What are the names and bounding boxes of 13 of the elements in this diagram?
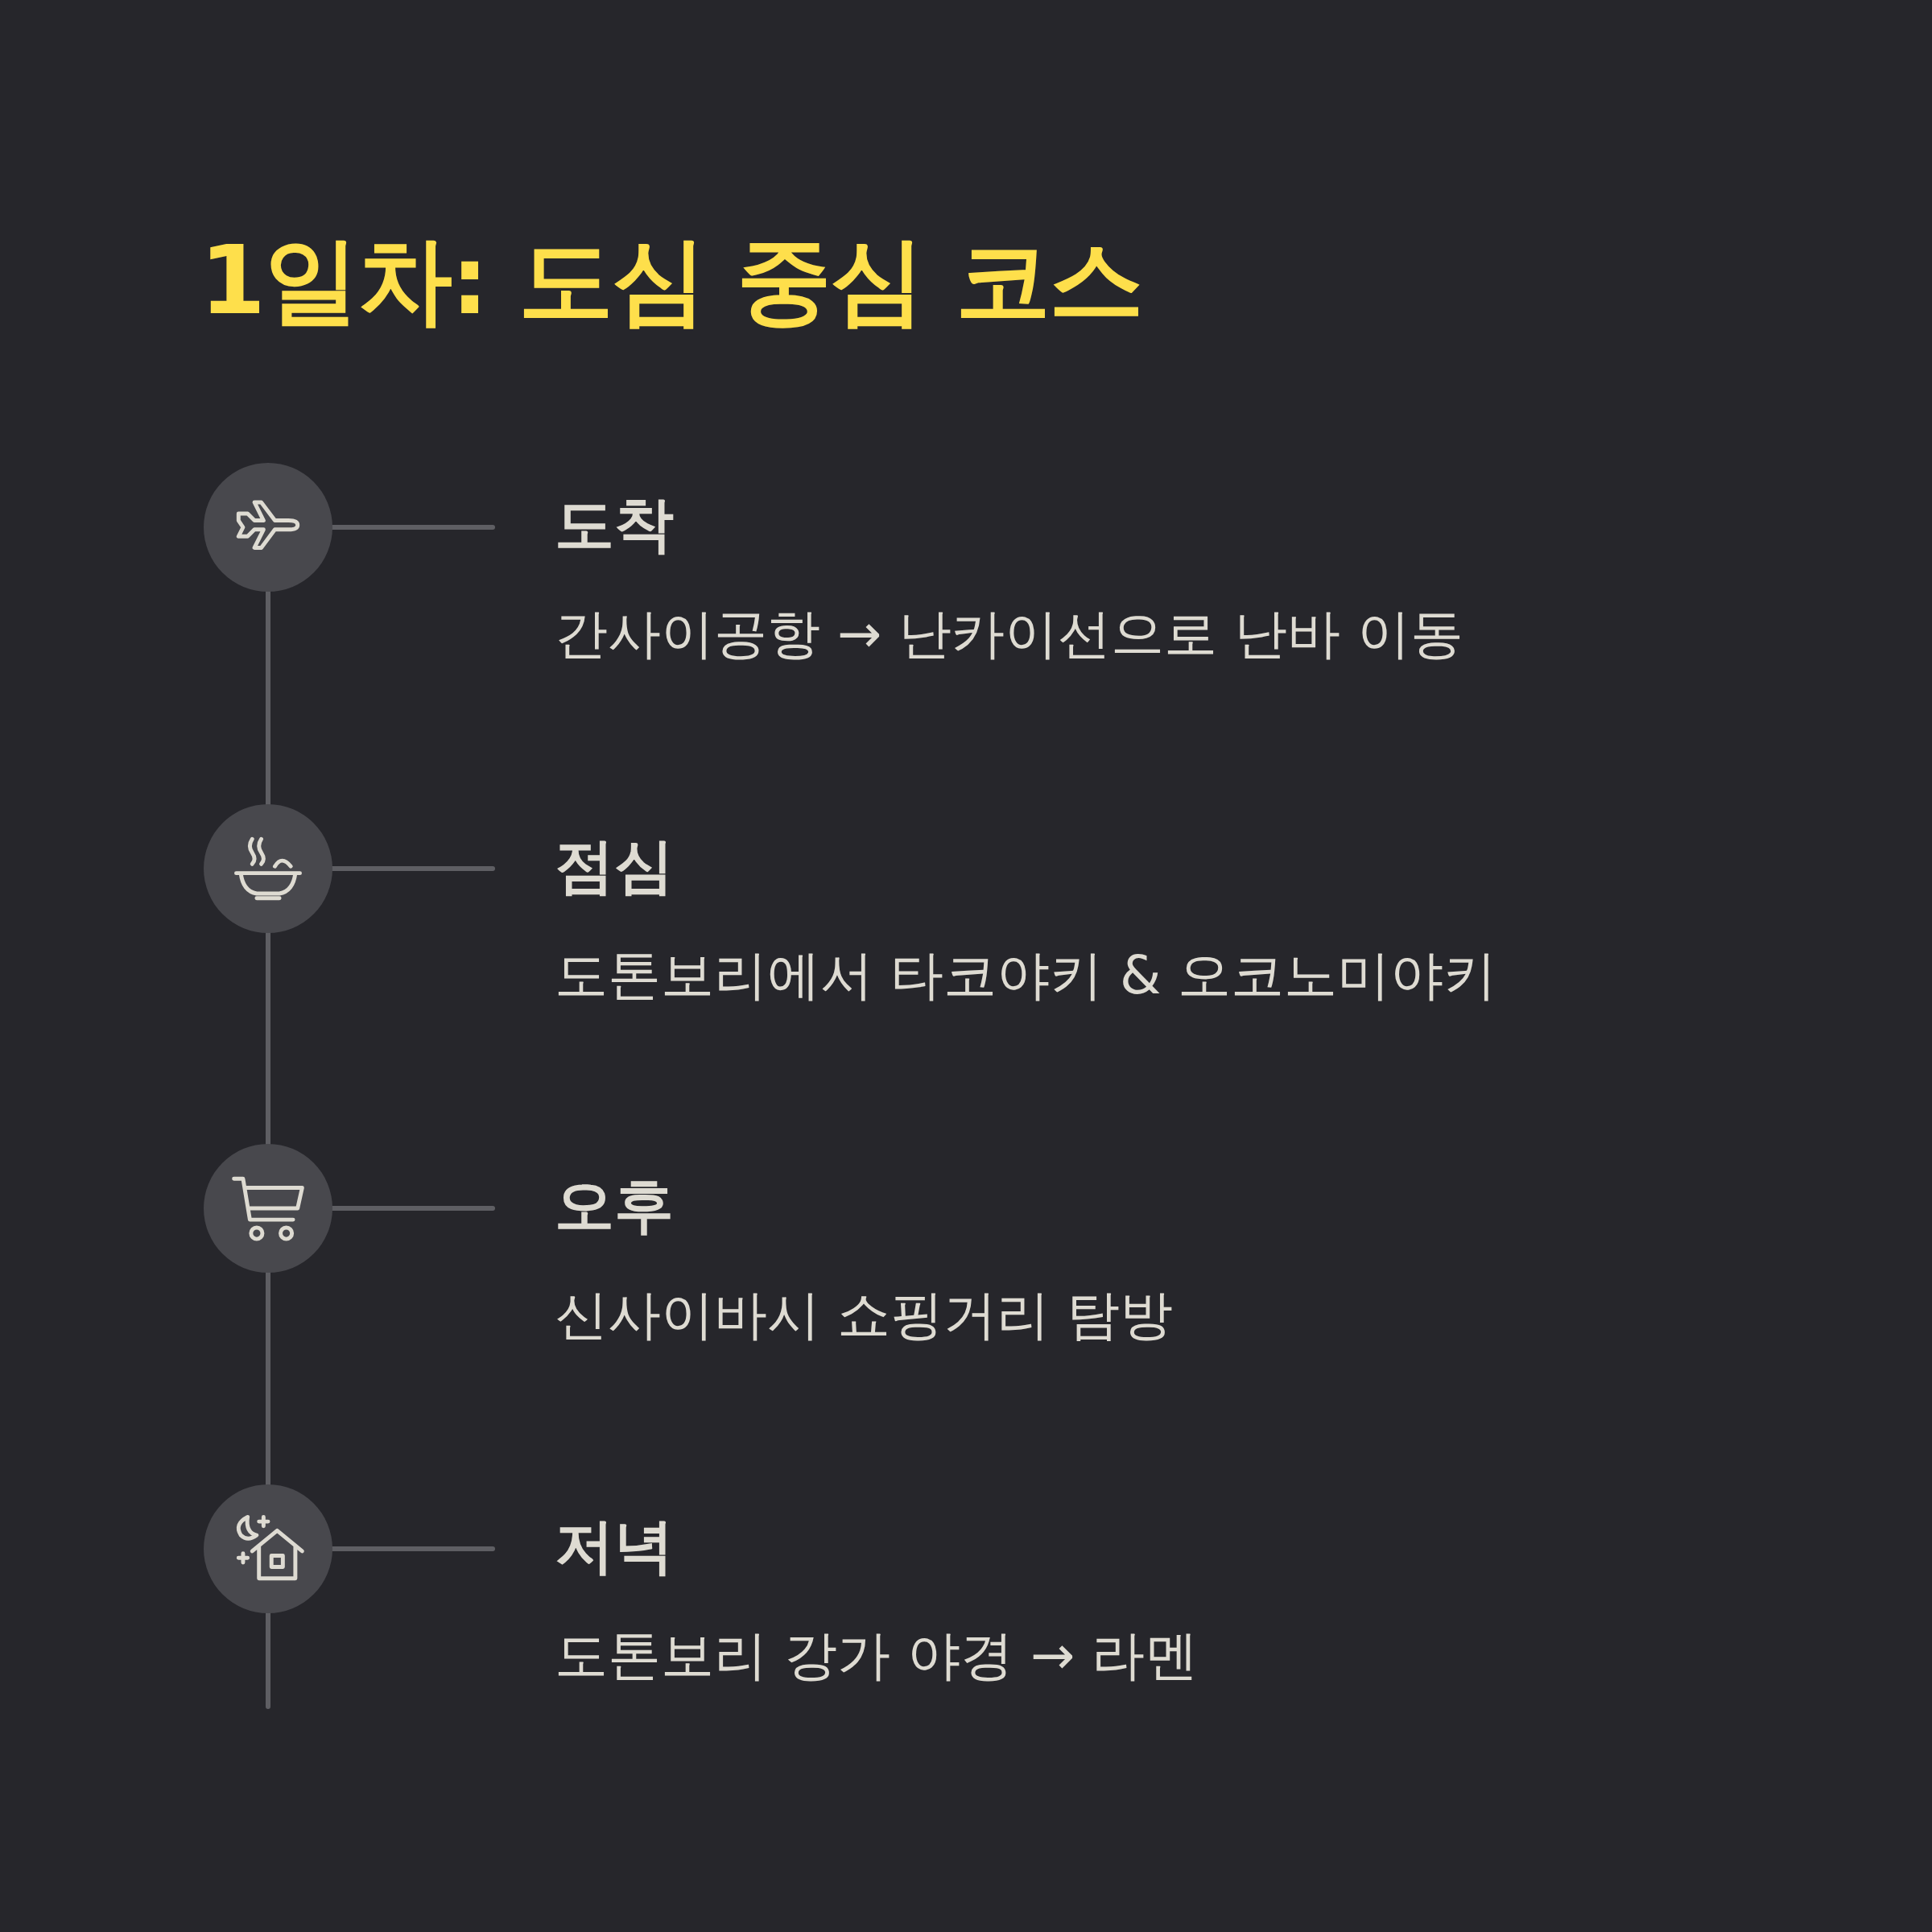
step-description: 도톤보리에서 타코야키 & 오코노미야키 <box>555 943 1497 1008</box>
connector-line <box>266 1270 270 1487</box>
connector-line <box>266 931 270 1146</box>
title: 1일차: 도심 중심 코스 <box>200 224 1142 337</box>
step-description: 간사이공항 → 난카이선으로 난바 이동 <box>555 602 1464 667</box>
step-heading: 오후 <box>555 1170 674 1241</box>
connector-line <box>266 589 270 807</box>
step-description: 신사이바시 쇼핑거리 탐방 <box>555 1283 1173 1348</box>
step-heading: 도착 <box>555 489 674 560</box>
step-heading: 점심 <box>555 830 674 902</box>
step-heading: 저녁 <box>555 1510 674 1582</box>
connector-line <box>266 1611 270 1709</box>
step-description: 도톤보리 강가 야경 → 라멘 <box>555 1624 1199 1688</box>
